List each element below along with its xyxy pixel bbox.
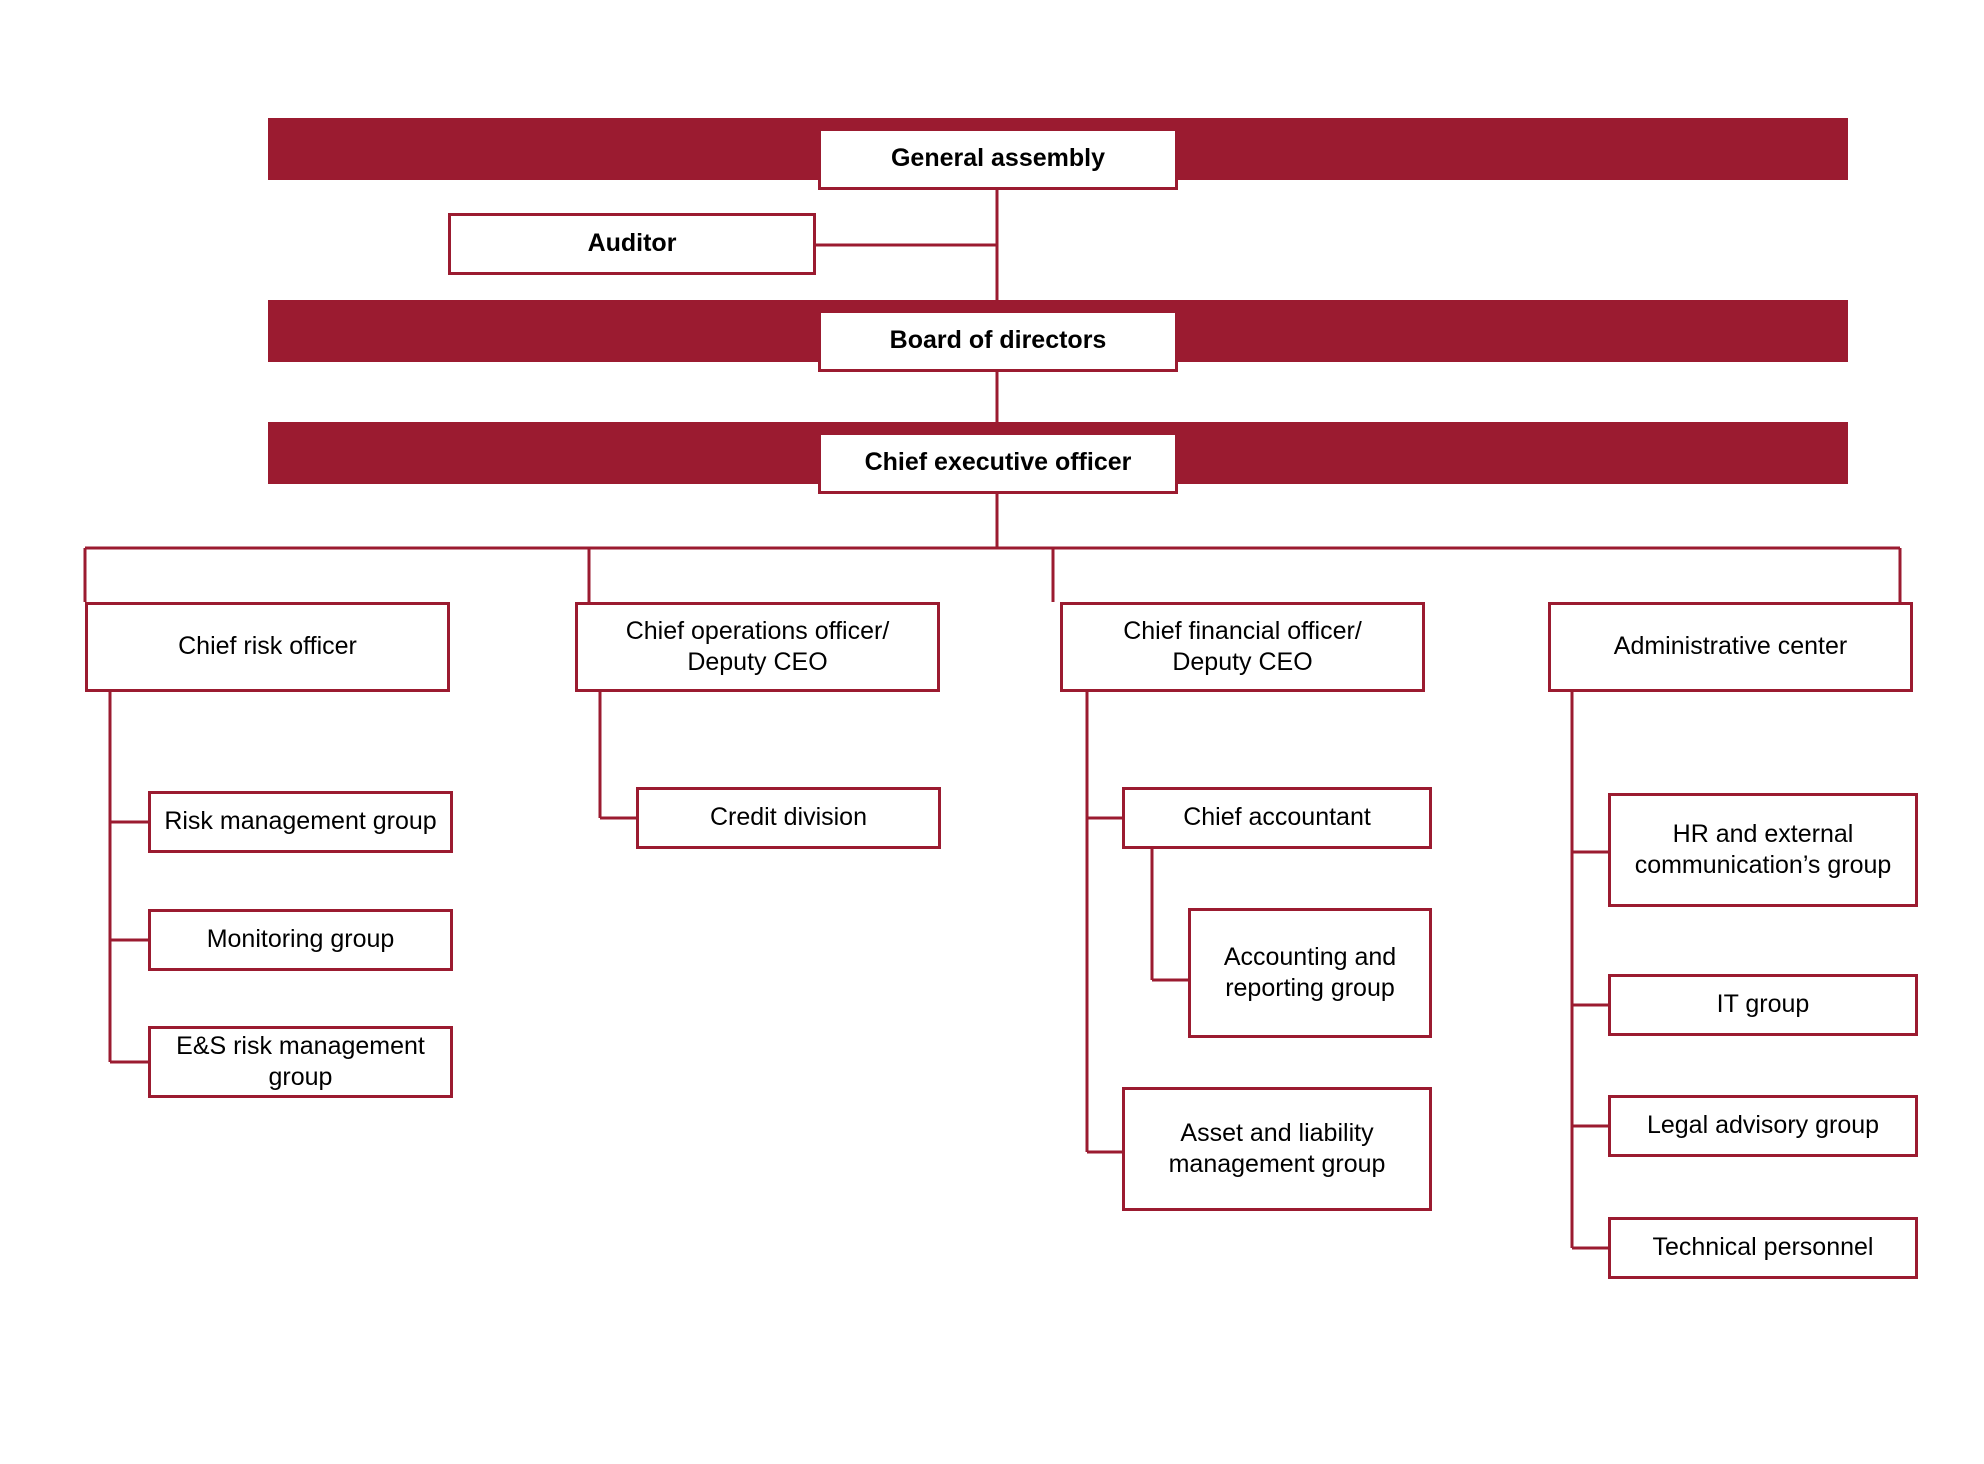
node-chief-executive-officer[interactable]: Chief executive officer — [818, 432, 1178, 494]
node-auditor[interactable]: Auditor — [448, 213, 816, 275]
node-credit-division[interactable]: Credit division — [636, 787, 941, 849]
node-accounting-and-reporting-group[interactable]: Accounting and reporting group — [1188, 908, 1432, 1038]
node-technical-personnel-label: Technical personnel — [1652, 1233, 1874, 1262]
node-hr-and-external-communications-group-label: HR and external communication’s group — [1634, 819, 1892, 879]
node-technical-personnel[interactable]: Technical personnel — [1608, 1217, 1918, 1279]
node-chief-accountant-label: Chief accountant — [1183, 803, 1371, 832]
node-board-of-directors-label: Board of directors — [889, 326, 1107, 355]
node-accounting-and-reporting-group-label: Accounting and reporting group — [1223, 942, 1397, 1002]
node-administrative-center-label: Administrative center — [1613, 632, 1848, 661]
node-board-of-directors[interactable]: Board of directors — [818, 310, 1178, 372]
node-asset-and-liability-management-group[interactable]: Asset and liability management group — [1122, 1087, 1432, 1211]
node-hr-and-external-communications-group[interactable]: HR and external communication’s group — [1608, 793, 1918, 907]
node-auditor-label: Auditor — [587, 229, 677, 258]
node-monitoring-group[interactable]: Monitoring group — [148, 909, 453, 971]
node-chief-accountant[interactable]: Chief accountant — [1122, 787, 1432, 849]
node-chief-financial-officer[interactable]: Chief financial officer/ Deputy CEO — [1060, 602, 1425, 692]
node-general-assembly-label: General assembly — [890, 144, 1105, 173]
node-it-group[interactable]: IT group — [1608, 974, 1918, 1036]
node-chief-operations-officer-label: Chief operations officer/ Deputy CEO — [625, 616, 890, 676]
node-chief-executive-officer-label: Chief executive officer — [864, 448, 1132, 477]
node-chief-risk-officer[interactable]: Chief risk officer — [85, 602, 450, 692]
node-monitoring-group-label: Monitoring group — [206, 925, 395, 954]
node-es-risk-management-group[interactable]: E&S risk management group — [148, 1026, 453, 1098]
node-asset-and-liability-management-group-label: Asset and liability management group — [1168, 1118, 1386, 1178]
node-legal-advisory-group-label: Legal advisory group — [1646, 1111, 1880, 1140]
node-chief-risk-officer-label: Chief risk officer — [178, 632, 357, 661]
node-it-group-label: IT group — [1716, 990, 1810, 1019]
node-administrative-center[interactable]: Administrative center — [1548, 602, 1913, 692]
node-chief-operations-officer[interactable]: Chief operations officer/ Deputy CEO — [575, 602, 940, 692]
node-risk-management-group[interactable]: Risk management group — [148, 791, 453, 853]
node-general-assembly[interactable]: General assembly — [818, 128, 1178, 190]
node-chief-financial-officer-label: Chief financial officer/ Deputy CEO — [1123, 616, 1362, 676]
node-risk-management-group-label: Risk management group — [164, 807, 437, 836]
node-legal-advisory-group[interactable]: Legal advisory group — [1608, 1095, 1918, 1157]
node-es-risk-management-group-label: E&S risk management group — [176, 1031, 425, 1091]
node-credit-division-label: Credit division — [709, 803, 867, 832]
